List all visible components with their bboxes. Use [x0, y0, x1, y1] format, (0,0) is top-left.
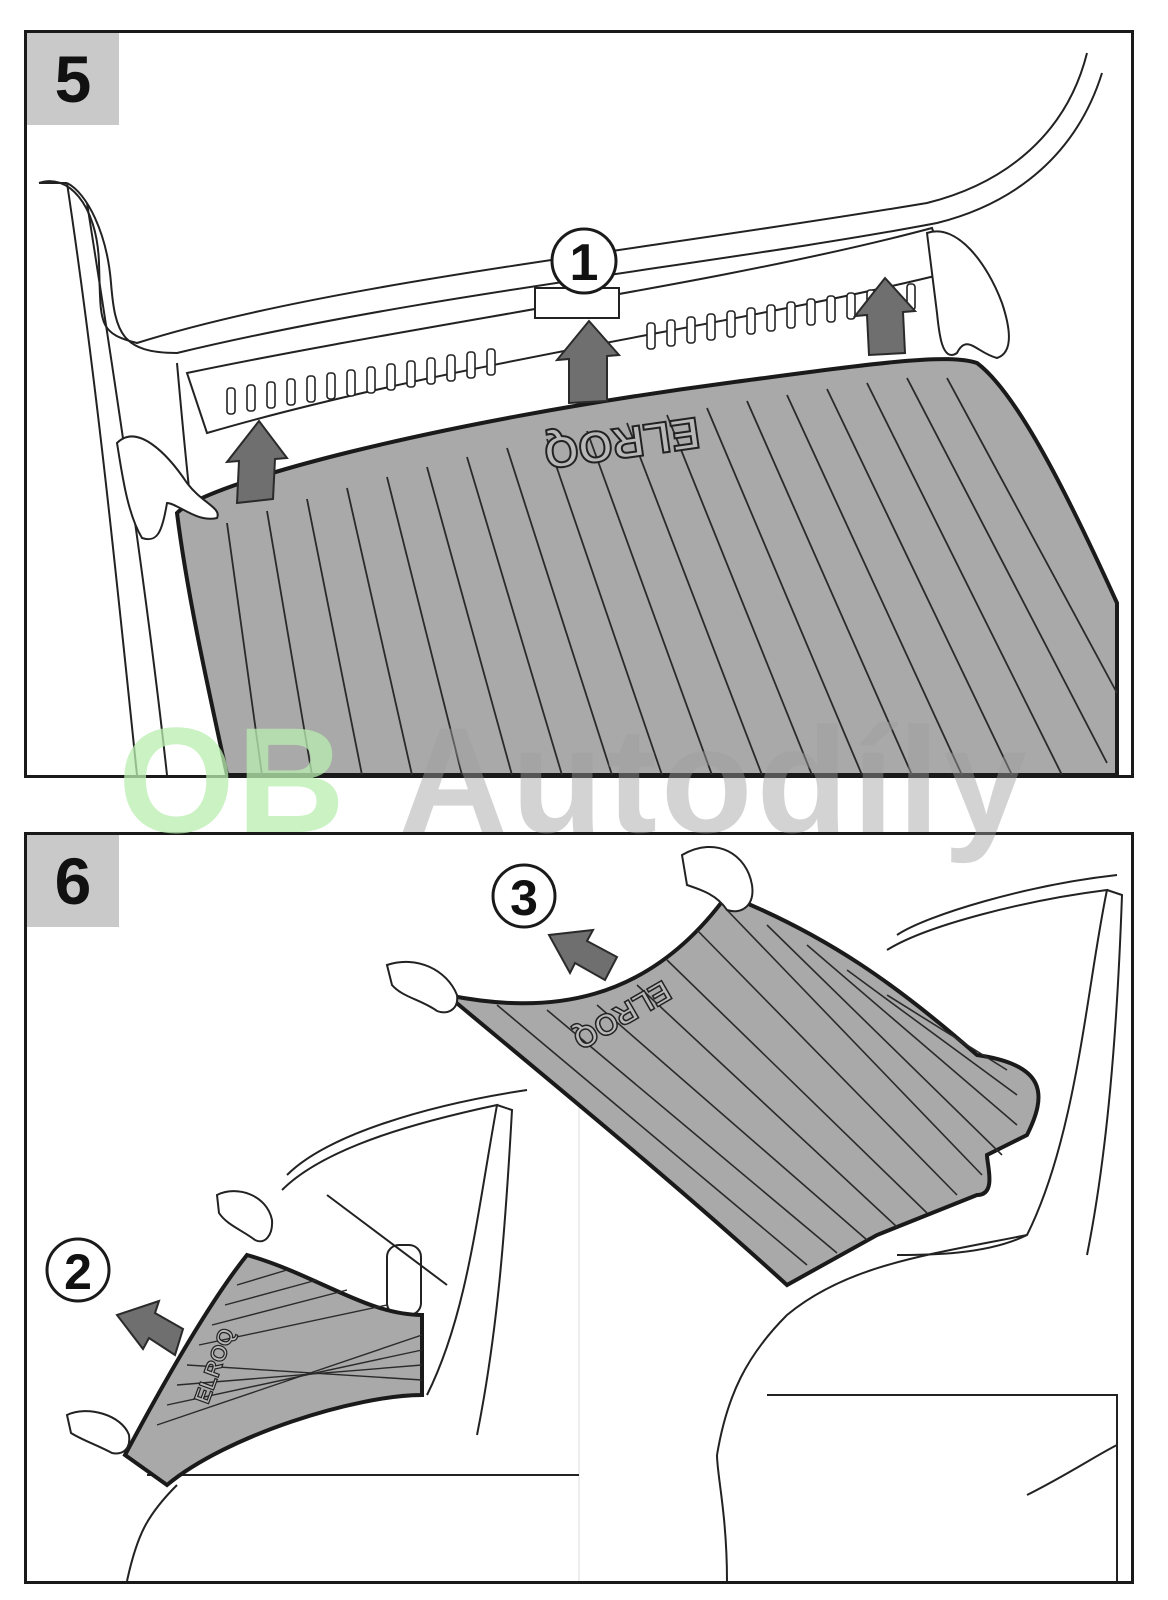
- car-rear-right: [716, 874, 1124, 1581]
- lift-arrow-left: [224, 419, 289, 505]
- callout-3: 3: [491, 863, 557, 929]
- step-6-illustration: ELROQ ELROQ: [45, 845, 1124, 1581]
- svg-text:2: 2: [64, 1244, 92, 1300]
- lift-arrow-center: [554, 319, 622, 405]
- hand-mid-left: [385, 960, 459, 1014]
- svg-text:3: 3: [510, 870, 538, 926]
- callout-1: 1: [550, 227, 618, 295]
- step-number-badge: 6: [27, 835, 119, 927]
- pull-arrow-2: [115, 1299, 185, 1357]
- large-floor-mat: ELROQ: [445, 892, 1041, 1288]
- sill-trim: [185, 226, 949, 435]
- step-number-badge: 5: [27, 33, 119, 125]
- step-5-panel: 5: [24, 30, 1134, 778]
- boot-floor-mat: ELROQ: [174, 357, 1119, 775]
- step-5-illustration: ELROQ 1: [38, 52, 1119, 775]
- hand-small-bottom: [65, 1410, 131, 1455]
- svg-text:1: 1: [570, 234, 599, 292]
- pull-arrow-3: [547, 928, 619, 982]
- hand-small-top: [215, 1190, 274, 1243]
- callout-2: 2: [45, 1237, 111, 1303]
- step-6-panel: 6: [24, 832, 1134, 1584]
- small-floor-mat: ELROQ: [122, 1252, 424, 1488]
- hand-left: [115, 435, 219, 541]
- hand-top-right: [680, 845, 754, 913]
- lift-arrow-right: [852, 276, 918, 357]
- hand-right: [925, 230, 1010, 360]
